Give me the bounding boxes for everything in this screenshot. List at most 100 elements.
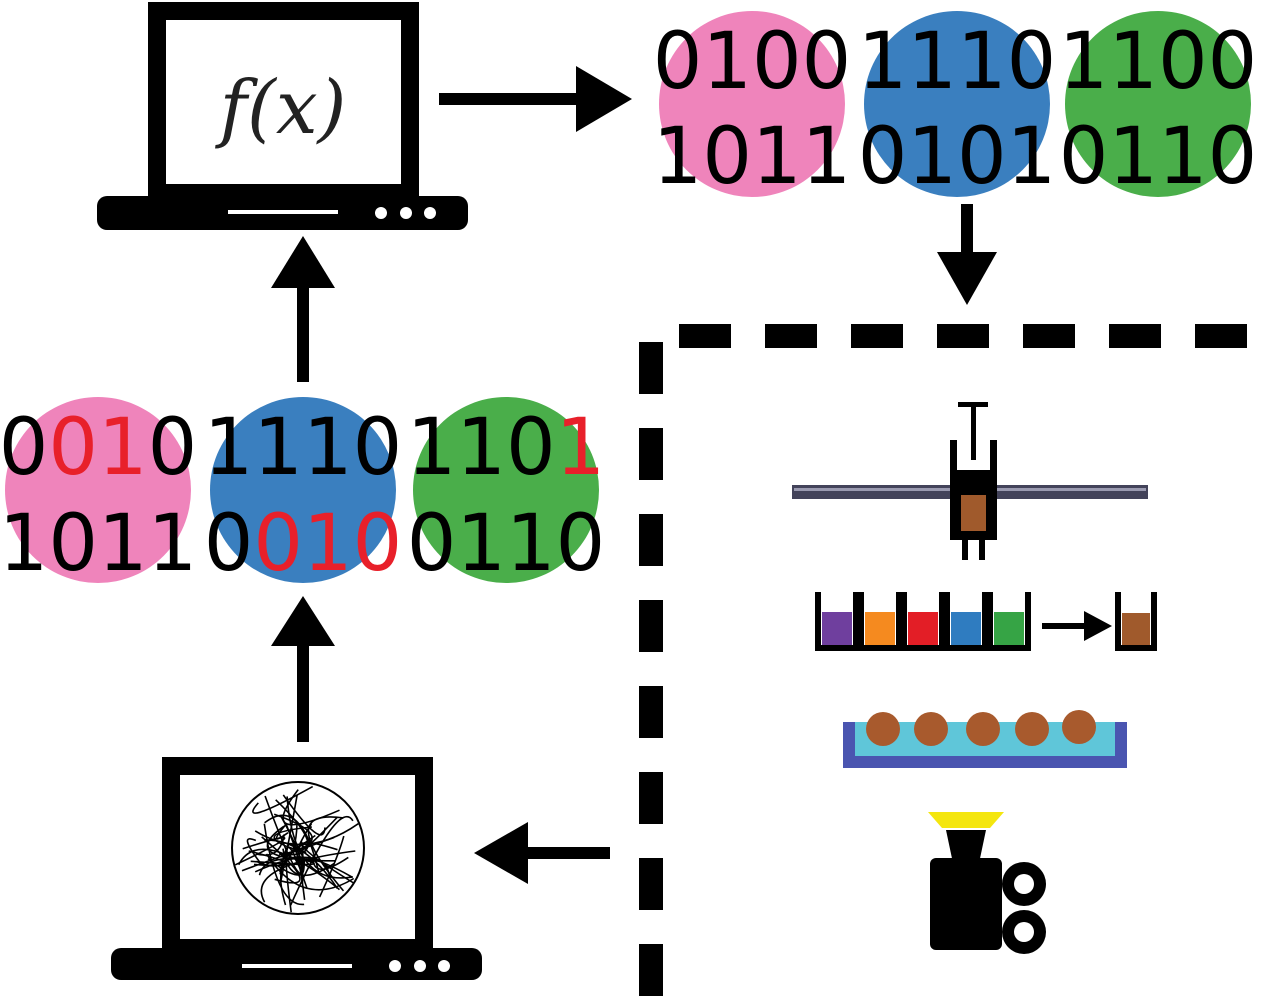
- mixed-ink: [1122, 613, 1150, 645]
- bit-string: 0010: [204, 499, 403, 589]
- bit-string: 0101: [858, 112, 1057, 202]
- laptop-trackpad: [228, 210, 338, 214]
- bit-string: 0010: [0, 403, 197, 493]
- bits: 1011: [0, 499, 197, 589]
- laptop-screen-frame: [148, 2, 419, 202]
- bead: [1062, 710, 1096, 744]
- fiber-strand: [264, 795, 306, 875]
- mutated-bits: 01: [48, 403, 147, 493]
- bit-string: 0100: [653, 17, 852, 107]
- syringe-ink: [961, 495, 986, 531]
- fiber-strand: [250, 856, 315, 866]
- reservoir-cup: [987, 592, 1031, 651]
- mixing-arrow: [1042, 611, 1112, 641]
- mixed-ink-cup: [1115, 592, 1157, 651]
- bead: [866, 712, 900, 746]
- bead: [966, 712, 1000, 746]
- bits: 0: [204, 499, 254, 589]
- fiber-strand: [279, 842, 306, 900]
- fiber-strand: [252, 785, 314, 814]
- fitness-laptop: f(x): [97, 2, 468, 230]
- bit-string: 1100: [1059, 17, 1258, 107]
- gene-circle-pink: [659, 11, 845, 197]
- fiber-strand: [318, 835, 345, 898]
- bits: 1100: [1059, 17, 1258, 107]
- fiber-strand: [237, 848, 341, 891]
- reservoir-cup: [858, 592, 902, 651]
- bits: 1110: [204, 403, 403, 493]
- bits: 110: [407, 403, 556, 493]
- bit-string: 1011: [0, 499, 197, 589]
- fitness-function-label: f(x): [215, 65, 347, 151]
- reservoir-cup: [944, 592, 988, 651]
- gene-circle-green: [413, 397, 599, 583]
- bits: 0100: [653, 17, 852, 107]
- fiber-strand: [286, 796, 353, 879]
- arrow-up-lower: [271, 596, 335, 742]
- reservoir-cup: [815, 592, 859, 651]
- bit-string: 0110: [1059, 112, 1258, 202]
- bits: 0101: [858, 112, 1057, 202]
- imaging-laptop: [111, 757, 482, 980]
- arrow-up-upper: [271, 236, 335, 382]
- fiber-strand: [283, 834, 316, 859]
- bead: [914, 712, 948, 746]
- gene-circle-green: [1065, 11, 1251, 197]
- bits: 0110: [407, 499, 606, 589]
- bits: 0: [0, 403, 48, 493]
- gene-circle-blue: [864, 11, 1050, 197]
- fiber-network-image: [231, 781, 365, 915]
- reservoir-cup: [901, 592, 945, 651]
- reservoir-ink: [822, 612, 852, 645]
- fiber-strand: [279, 795, 298, 884]
- arrow-right: [439, 66, 632, 132]
- bit-string: 1101: [407, 403, 606, 493]
- camera-light: [928, 812, 1004, 828]
- laptop-led: [389, 960, 401, 972]
- fiber-strand: [285, 823, 303, 871]
- fiber-strand: [260, 850, 356, 903]
- reservoir-ink: [951, 612, 981, 645]
- laptop-led: [400, 207, 412, 219]
- bit-string: 1110: [858, 17, 1057, 107]
- reservoir-ink: [994, 612, 1024, 645]
- laptop-led: [375, 207, 387, 219]
- bit-string: 0110: [407, 499, 606, 589]
- arrows: [271, 66, 997, 884]
- fiber-strand: [261, 836, 301, 884]
- lab-box-dashed-border: [639, 324, 1280, 996]
- mutated-bits: 1: [556, 403, 606, 493]
- gene-circle-blue: [210, 397, 396, 583]
- mutated-bits: 010: [253, 499, 402, 589]
- reservoir-ink: [908, 612, 938, 645]
- laptop-led: [424, 207, 436, 219]
- bits: 1011: [653, 112, 852, 202]
- camera-icon: [928, 812, 1046, 954]
- laptop-led: [438, 960, 450, 972]
- fiber-strand: [273, 826, 312, 854]
- fiber-strand: [234, 836, 286, 866]
- fiber-strand: [264, 839, 338, 889]
- camera-body: [930, 858, 1002, 950]
- bits: 1110: [858, 17, 1057, 107]
- ink-reservoirs: [815, 592, 1031, 651]
- bit-string: 1011: [653, 112, 852, 202]
- fiber-strand: [246, 838, 262, 864]
- fiber-strand: [258, 857, 322, 876]
- fiber-strand: [289, 815, 354, 906]
- arrow-down: [937, 204, 997, 305]
- laptop-trackpad: [242, 964, 352, 968]
- bits: 0: [148, 403, 198, 493]
- bits: 0110: [1059, 112, 1258, 202]
- laptop-led: [414, 960, 426, 972]
- reservoir-ink: [865, 612, 895, 645]
- fiber-strand: [255, 834, 285, 856]
- fiber-boundary: [231, 781, 365, 915]
- fiber-strand: [296, 816, 338, 853]
- bead: [1015, 712, 1049, 746]
- syringe-icon: [950, 402, 997, 560]
- petri-dish-icon: [843, 710, 1127, 768]
